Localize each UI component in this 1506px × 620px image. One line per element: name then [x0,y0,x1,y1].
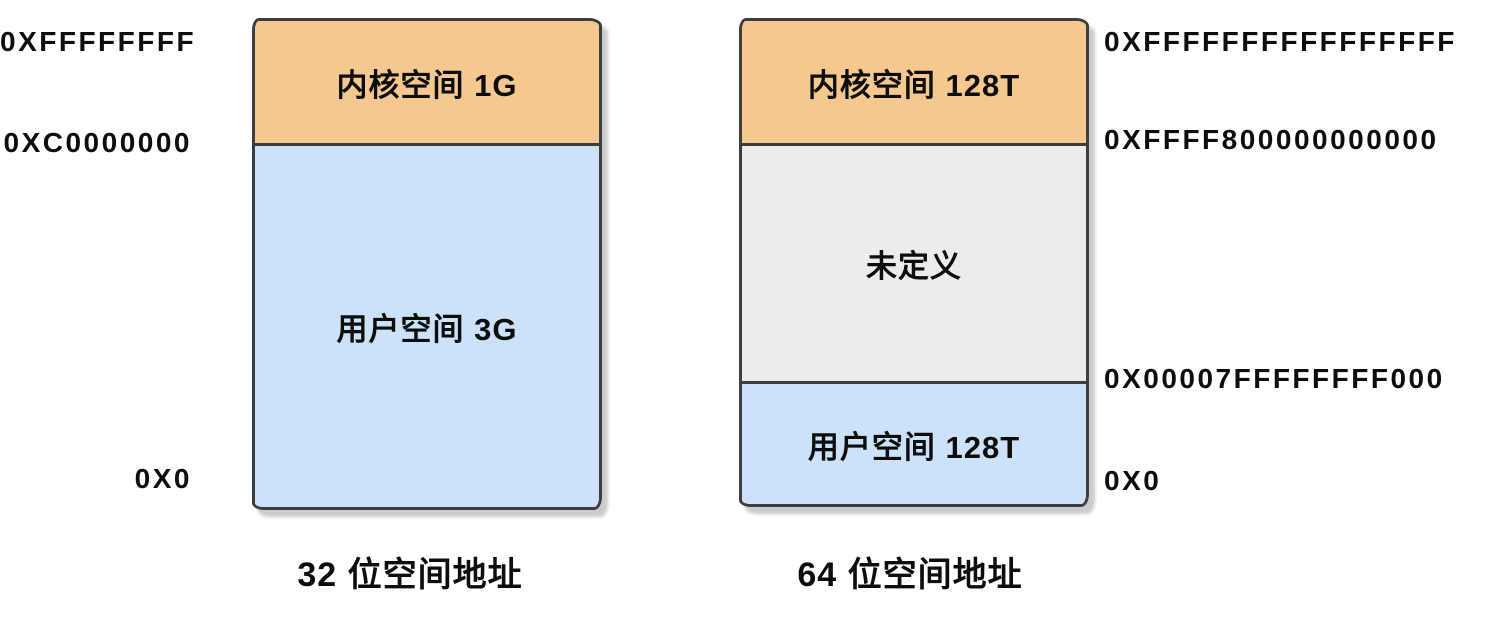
memory-box-64bit: 内核空间 128T 未定义 用户空间 128T [739,18,1089,507]
segment-undefined-space-64bit: 未定义 [742,143,1086,381]
segment-label-undefined-64bit: 未定义 [866,249,962,284]
segment-user-space-32bit: 用户空间 3G [255,143,599,507]
address-label-32bit-bottom: 0X0 [134,463,192,494]
address-label-32bit-top: 0XFFFFFFFF [0,26,197,57]
address-label-64bit-kernel-boundary: 0XFFFF800000000000 [1104,124,1439,155]
address-label-64bit-top: 0XFFFFFFFFFFFFFFFF [1104,26,1457,57]
segment-kernel-space-32bit: 内核空间 1G [255,21,599,143]
address-label-64bit-user-top: 0X00007FFFFFFFF000 [1104,363,1445,394]
segment-label-kernel-64bit: 内核空间 128T [807,67,1021,103]
segment-kernel-space-64bit: 内核空间 128T [742,21,1086,143]
segment-label-kernel-32bit: 内核空间 1G [336,67,518,103]
segment-user-space-64bit: 用户空间 128T [742,381,1086,504]
segment-label-user-64bit: 用户空间 128T [807,429,1021,465]
segment-label-user-32bit: 用户空间 3G [336,312,518,347]
address-label-64bit-bottom: 0X0 [1104,465,1162,496]
address-label-32bit-kernel-boundary: 0XC0000000 [3,127,192,158]
caption-32bit: 32 位空间地址 [297,556,523,594]
memory-box-32bit: 内核空间 1G 用户空间 3G [252,18,602,510]
caption-64bit: 64 位空间地址 [797,556,1023,594]
